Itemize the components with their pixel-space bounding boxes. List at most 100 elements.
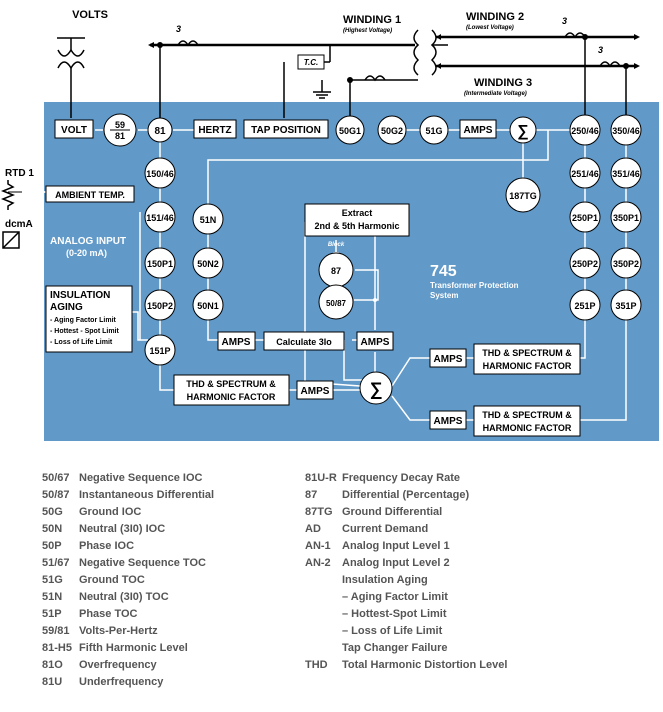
relay-151p-circle xyxy=(144,334,176,366)
legend-code: 50/87 xyxy=(42,489,70,501)
model-line-1: Transformer Protection xyxy=(430,281,519,290)
legend-code: 87 xyxy=(305,489,318,501)
tap-position-box xyxy=(243,119,329,139)
legend-code: THD xyxy=(305,659,328,671)
relay-351p-circle xyxy=(610,289,642,321)
ground-amps-label: AMPS xyxy=(464,125,493,136)
relay-87-label: 87 xyxy=(331,266,341,276)
legend-description: Current Demand xyxy=(342,523,429,535)
volt-box-label: VOLT xyxy=(61,125,87,136)
legend-code: 50N xyxy=(42,523,63,535)
relay-250-46-label: 250/46 xyxy=(571,126,599,136)
relay-51n-label: 51N xyxy=(200,215,217,225)
legend-description: – Aging Factor Limit xyxy=(342,591,448,603)
thd-right-bottom-line-1: THD & SPECTRUM & xyxy=(482,410,572,420)
relay-251-46-circle xyxy=(569,157,601,189)
relay-150p2-label: 150P2 xyxy=(147,301,173,311)
relay-81-label: 81 xyxy=(154,126,166,137)
thd-left-amps-box xyxy=(296,380,334,400)
thd-left-amps-label: AMPS xyxy=(301,386,330,397)
legend-description: Insulation Aging xyxy=(342,574,428,586)
legend-code: 81-H5 xyxy=(42,642,72,654)
thd-right-top-box xyxy=(473,343,581,375)
relay-51n-circle xyxy=(192,203,224,235)
relay-50n2-label: 50N2 xyxy=(197,259,219,269)
legend-description: Neutral (3I0) IOC xyxy=(79,523,166,535)
relay-351p-label: 351P xyxy=(615,301,636,311)
relay-150p1-label: 150P1 xyxy=(147,259,173,269)
legend-code: 81U-R xyxy=(305,472,337,484)
relay-250p1-label: 250P1 xyxy=(572,213,598,223)
extract-line-2: 2nd & 5th Harmonic xyxy=(314,221,399,231)
relay-150p1-circle xyxy=(144,247,176,279)
legend-description: Negative Sequence IOC xyxy=(79,472,203,484)
legend-description: Underfrequency xyxy=(79,676,164,688)
legend-description: Volts-Per-Hertz xyxy=(79,625,158,637)
sigma-top-label: ∑ xyxy=(517,123,528,140)
winding1-sub: (Highest Voltage) xyxy=(343,28,392,34)
thd-left-box xyxy=(173,374,290,406)
ambient-temp-box xyxy=(45,185,135,203)
legend-code: 81O xyxy=(42,659,63,671)
insulation-item-3: - Loss of Life Limit xyxy=(50,339,113,346)
legend-description: Phase TOC xyxy=(79,608,138,620)
extract-line-1: Extract xyxy=(342,208,373,218)
thd-right-bottom-box xyxy=(473,405,581,437)
tap-position-label: TAP POSITION xyxy=(251,125,321,136)
analog-input-title: ANALOG INPUT xyxy=(50,236,126,247)
relay-151-46-circle xyxy=(144,201,176,233)
legend-code: 87TG xyxy=(305,506,333,518)
sigma-main-circle xyxy=(359,371,393,405)
relay-351-46-circle xyxy=(610,157,642,189)
legend-row: – Aging Factor Limit xyxy=(305,589,507,606)
calculate-3io-box xyxy=(263,331,345,351)
winding3-sub: (Intermediate Voltage) xyxy=(464,91,527,97)
relay-50n1-circle xyxy=(192,289,224,321)
calc-amps-box xyxy=(217,331,256,351)
rtd-resistor-icon xyxy=(0,180,16,210)
insulation-item-2: - Hottest - Spot Limit xyxy=(50,328,119,335)
ratio-denominator: 81 xyxy=(115,131,125,141)
legend-row: – Loss of Life Limit xyxy=(305,623,507,640)
relay-251-46-label: 251/46 xyxy=(571,169,599,179)
legend-description: – Hottest-Spot Limit xyxy=(342,608,447,620)
legend-code: 50G xyxy=(42,506,63,518)
relay-350p2-label: 350P2 xyxy=(613,259,639,269)
ct-label-3: 3 xyxy=(598,45,603,55)
relay-350-46-label: 350/46 xyxy=(612,126,640,136)
relay-251p-circle xyxy=(569,289,601,321)
model-number: 745 xyxy=(430,263,457,280)
thd-right-top-line-2: HARMONIC FACTOR xyxy=(483,361,572,371)
ct-label-1: 3 xyxy=(176,24,181,34)
block-label: Block xyxy=(328,242,345,248)
legend-description: Ground IOC xyxy=(79,506,142,518)
rtd-label: RTD 1 xyxy=(5,168,34,179)
relay-187tg-label: 187TG xyxy=(509,191,537,201)
ratio-numerator: 59 xyxy=(115,120,125,130)
winding2-title: WINDING 2 xyxy=(466,11,524,23)
relay-50g2-circle xyxy=(377,115,407,145)
thd-left-line-2: HARMONIC FACTOR xyxy=(187,392,276,402)
legend-description: Negative Sequence TOC xyxy=(79,557,206,569)
legend-description: Analog Input Level 2 xyxy=(342,557,450,569)
volt-box xyxy=(54,119,94,139)
legend-row: Tap Changer Failure xyxy=(305,640,507,657)
relay-151-46-label: 151/46 xyxy=(146,213,174,223)
relay-81-circle xyxy=(147,117,173,143)
ct-label-2: 3 xyxy=(562,16,567,26)
legend-row: AN-2 Analog Input Level 2 xyxy=(305,555,507,572)
legend-code: AN-2 xyxy=(305,557,331,569)
legend-description: – Loss of Life Limit xyxy=(342,625,443,637)
legend-row: Insulation Aging xyxy=(305,572,507,589)
legend-code: 51G xyxy=(42,574,63,586)
